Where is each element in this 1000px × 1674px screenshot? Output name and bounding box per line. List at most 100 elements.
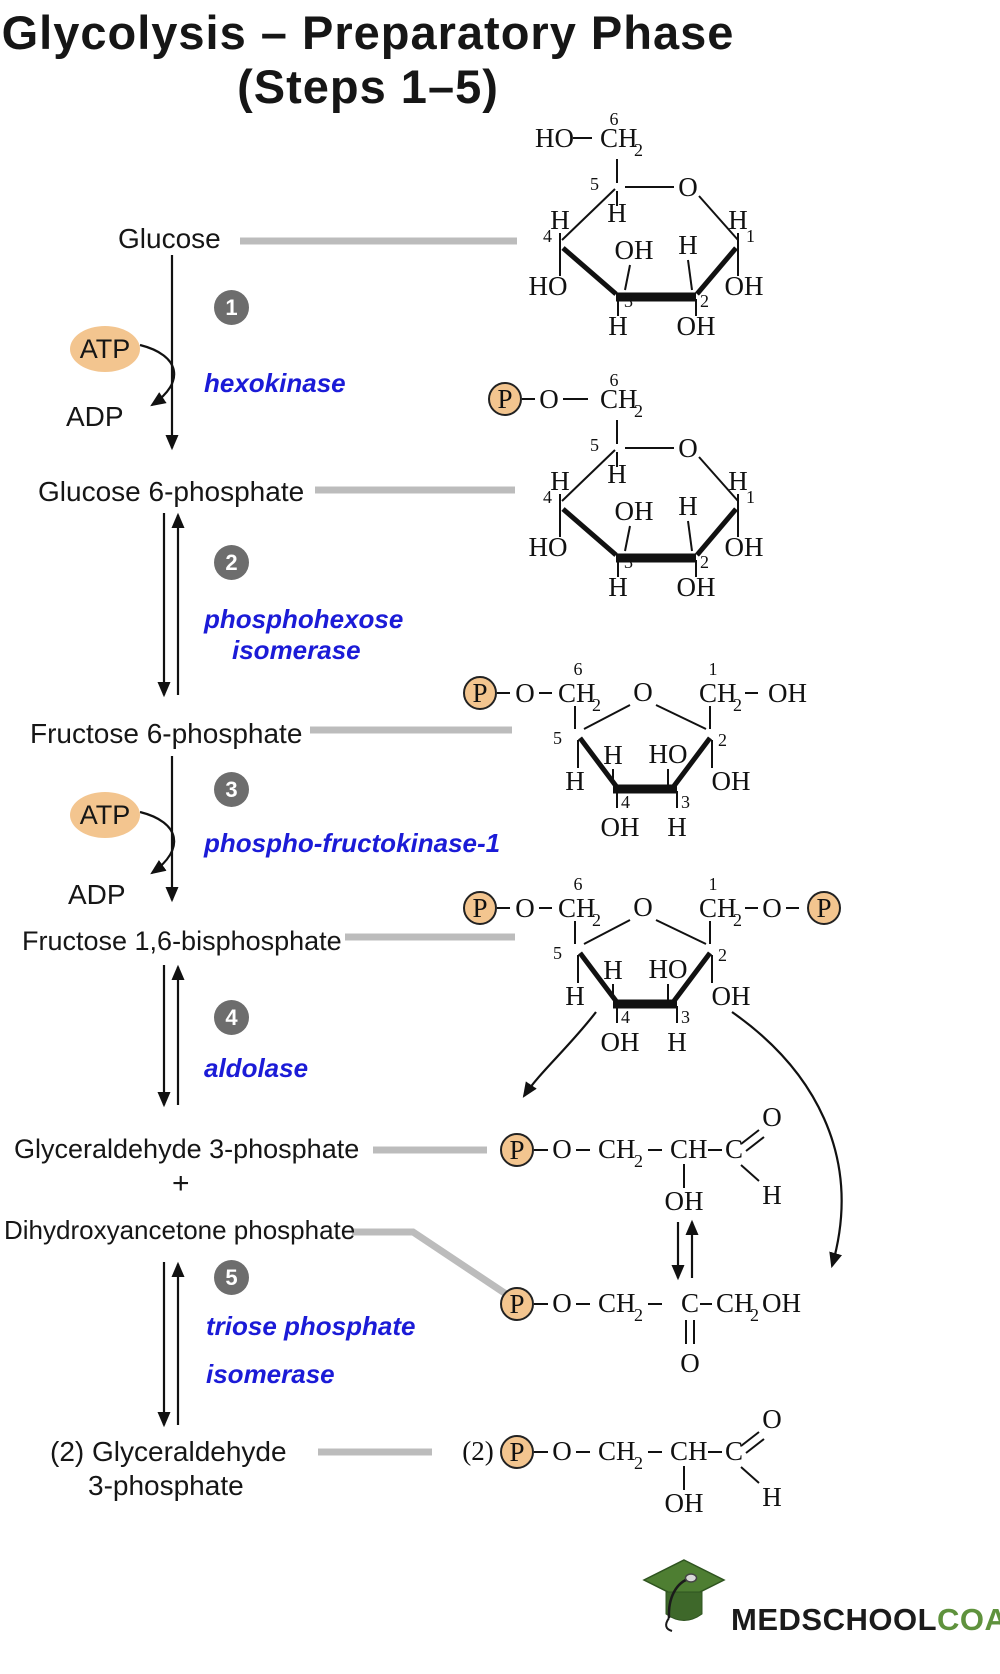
atom-label: 5 <box>590 435 599 455</box>
atom-label: OH <box>601 1027 640 1057</box>
bond-line <box>698 456 739 502</box>
atom-label: CH <box>699 678 737 708</box>
step-circle-2: 2 <box>214 545 249 580</box>
phosphate-circle <box>463 676 497 710</box>
atom-label: HO <box>529 271 568 301</box>
atom-label: C <box>725 1134 743 1164</box>
step-circle-4: 4 <box>214 1000 249 1035</box>
atom-label: OH <box>725 271 764 301</box>
enzyme-triose-phosphate-isomerase-line1: triose phosphate <box>206 1311 416 1341</box>
atom-label: O <box>552 1436 572 1466</box>
logo-text-green: COACH <box>937 1602 1000 1637</box>
bond-line <box>687 520 693 552</box>
atom-label: CH <box>670 1134 708 1164</box>
phosphate-circle <box>463 891 497 925</box>
atom-label: O <box>762 1102 782 1132</box>
bond-line <box>583 704 631 730</box>
enzyme-phospho-fructokinase-1: phospho-fructokinase-1 <box>204 828 501 858</box>
atom-label: 5 <box>590 174 599 194</box>
atom-label: H <box>762 1180 782 1210</box>
title-line2: (Steps 1–5) <box>237 60 499 113</box>
arrow-atp-adp-3 <box>139 810 176 875</box>
atom-label: CH <box>600 384 638 414</box>
metabolite-glucose: Glucose <box>118 223 221 254</box>
atom-label: H <box>728 205 748 235</box>
atom-label: 5 <box>553 943 562 963</box>
atom-label: 3 <box>624 552 633 572</box>
enzyme-hexokinase: hexokinase <box>204 368 346 398</box>
atom-label: 6 <box>610 370 619 390</box>
step-circle-1: 1 <box>214 290 249 325</box>
metabolite-glyceraldehyde-3-phosphate: Glyceraldehyde 3-phosphate <box>14 1134 360 1164</box>
atom-label: HO <box>529 532 568 562</box>
atom-label: H <box>607 459 627 489</box>
atom-label: H <box>728 466 748 496</box>
atom-label: H <box>678 230 698 260</box>
atom-label: 2 <box>750 1305 759 1325</box>
atom-label: H <box>565 766 585 796</box>
atom-label: OH <box>665 1186 704 1216</box>
bond-line <box>745 1438 765 1454</box>
bond-line <box>655 919 707 945</box>
atom-label: 6 <box>574 659 583 679</box>
atom-label: (2) <box>462 1436 493 1466</box>
atom-label: 2 <box>634 401 643 421</box>
step-circle-3: 3 <box>214 772 249 807</box>
atom-label: H <box>608 572 628 602</box>
metabolite-fructose-6-phosphate: Fructose 6-phosphate <box>30 718 303 749</box>
atom-label: OH <box>601 812 640 842</box>
cofactor-adp-1: ADP <box>66 401 124 432</box>
atom-label: OH <box>615 496 654 526</box>
atom-label: 2 <box>592 910 601 930</box>
atom-label: 2 <box>718 730 727 750</box>
atom-label: H <box>678 491 698 521</box>
bond-line <box>698 195 739 241</box>
bond-line <box>740 1431 760 1447</box>
metabolite-2-glyceraldehyde-line2: 3-phosphate <box>88 1470 244 1501</box>
phosphate-circle <box>488 382 522 416</box>
atom-label: 1 <box>746 487 755 507</box>
bond-line <box>672 736 712 788</box>
atom-label: HO <box>649 739 688 769</box>
bond-line <box>561 188 616 241</box>
atom-label: 2 <box>634 1151 643 1171</box>
atom-label: O <box>678 172 698 202</box>
atom-label: 2 <box>700 552 709 572</box>
logo-text-black: MEDSCHOOL <box>731 1602 937 1637</box>
atom-label: O <box>633 677 653 707</box>
atom-label: 3 <box>681 792 690 812</box>
phosphate-label: P <box>472 678 487 708</box>
atom-label: OH <box>615 235 654 265</box>
atom-label: O <box>552 1134 572 1164</box>
atom-label: OH <box>677 311 716 341</box>
atom-label: H <box>607 198 627 228</box>
atom-label: 4 <box>621 1007 630 1027</box>
bond-line <box>740 1164 760 1182</box>
title-line1: Glycolysis – Preparatory Phase <box>1 6 735 59</box>
bond-line <box>695 246 738 296</box>
cofactor-adp-3: ADP <box>68 879 126 910</box>
phosphate-label: P <box>472 893 487 923</box>
atom-label: H <box>603 955 623 985</box>
atom-label: CH <box>558 893 596 923</box>
atom-label: OH <box>768 678 807 708</box>
atom-label: 2 <box>700 291 709 311</box>
atom-label: 4 <box>621 792 630 812</box>
cofactor-atp-3: ATP <box>70 792 140 838</box>
step-circle-5: 5 <box>214 1260 249 1295</box>
atom-label: O <box>515 678 535 708</box>
atom-label: 2 <box>634 140 643 160</box>
atom-label: O <box>678 433 698 463</box>
atom-label: 2 <box>733 910 742 930</box>
atom-label: OH <box>712 766 751 796</box>
atom-label: 2 <box>634 1453 643 1473</box>
atom-label: 1 <box>709 874 718 894</box>
atom-label: O <box>539 384 559 414</box>
atom-label: 1 <box>746 226 755 246</box>
bond-line <box>583 919 631 945</box>
atom-label: OH <box>762 1288 801 1318</box>
atom-label: CH <box>598 1436 636 1466</box>
atom-label: 4 <box>543 487 552 507</box>
phosphate-label: P <box>509 1437 524 1467</box>
